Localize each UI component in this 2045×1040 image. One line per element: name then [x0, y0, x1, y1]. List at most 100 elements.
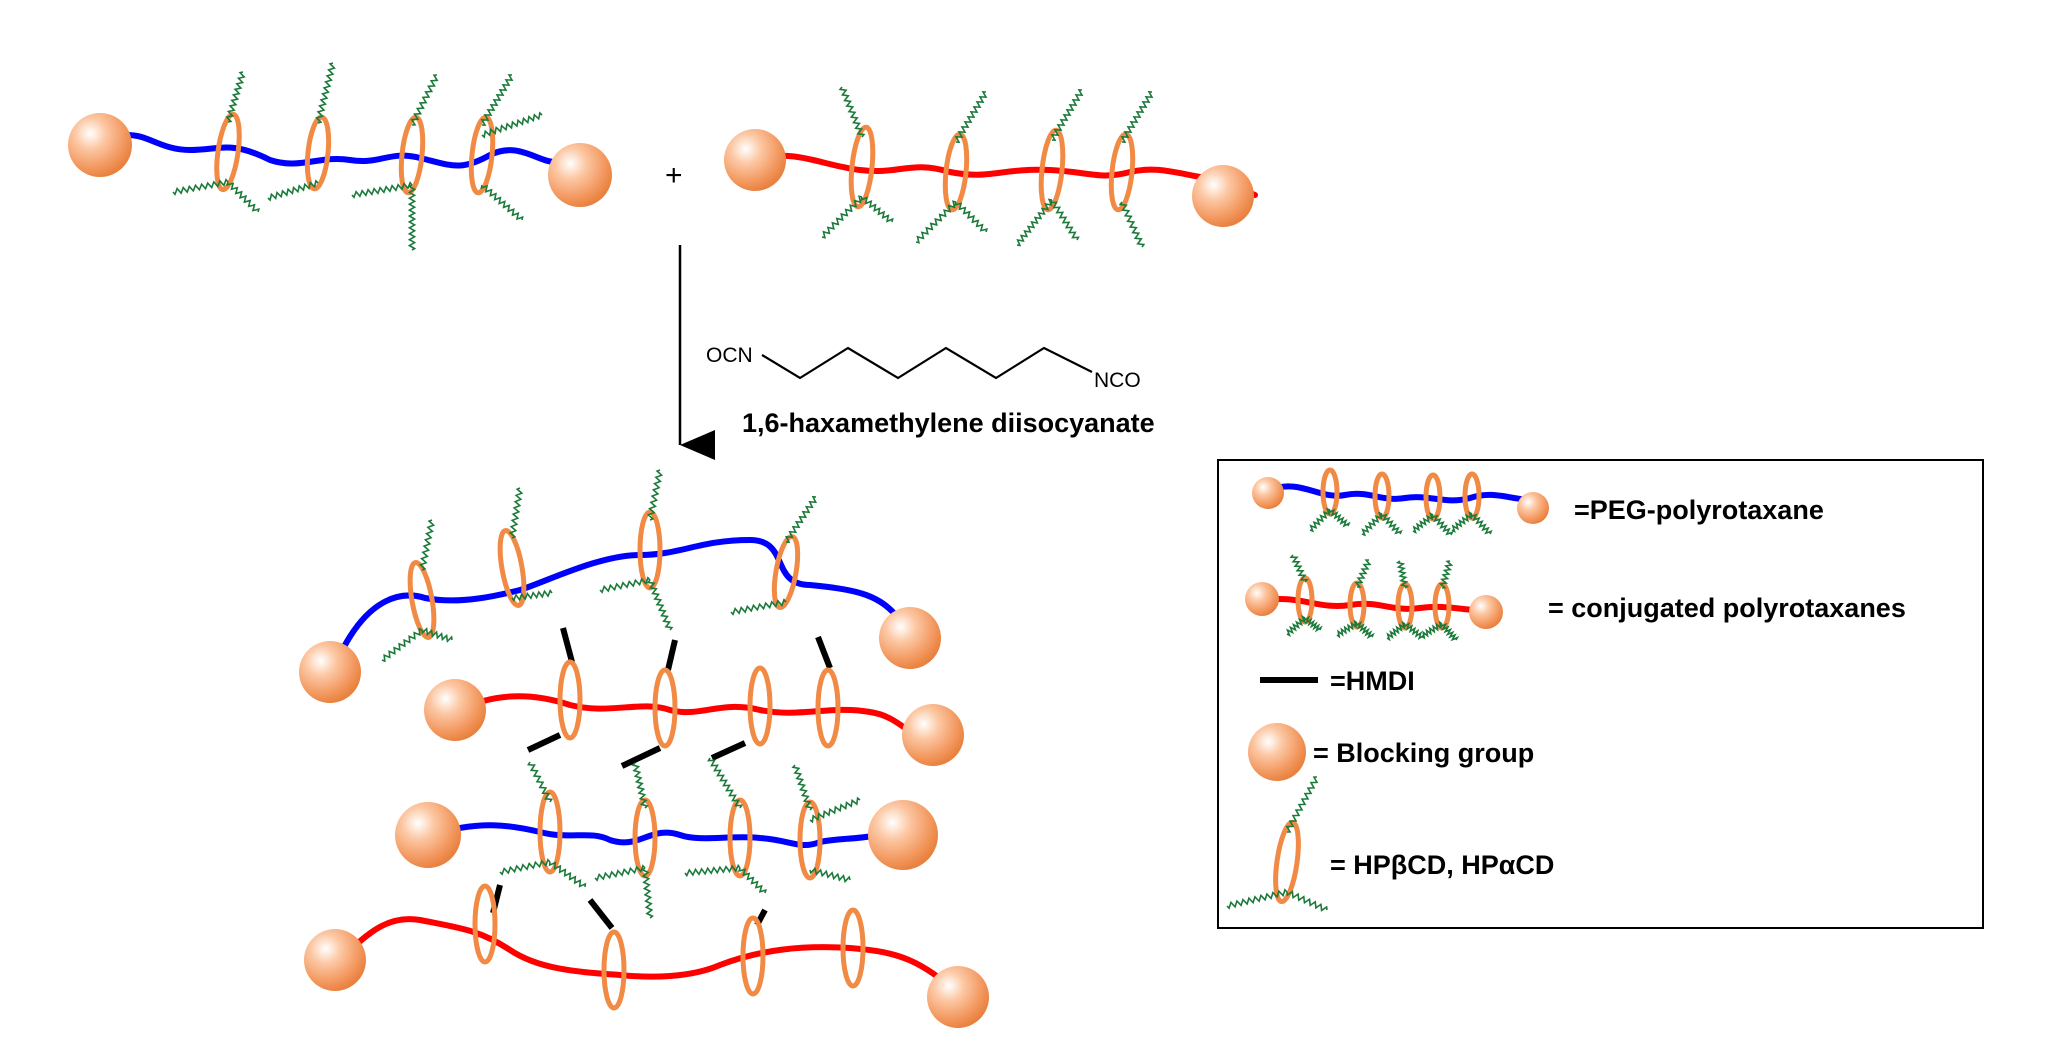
- hydroxypropyl-chain: [730, 598, 787, 616]
- legend-conjugated-label: = conjugated polyrotaxanes: [1548, 593, 1906, 623]
- blocking-group-ball: [724, 129, 786, 191]
- chains-layer: [172, 62, 1493, 919]
- ocn-group-label: OCN: [706, 344, 753, 367]
- cyclodextrin-ring: [214, 111, 242, 193]
- cyclodextrin-ring: [472, 883, 498, 965]
- hydroxypropyl-chain: [1309, 507, 1331, 533]
- legend-blocking-icon: [1248, 723, 1306, 781]
- hydroxypropyl-chain: [599, 576, 651, 594]
- hydroxypropyl-chain: [1421, 620, 1443, 640]
- cyclodextrin-ring: [727, 797, 753, 879]
- cyclodextrin-ring: [848, 124, 876, 210]
- blocking-group-ball: [548, 143, 612, 207]
- hmdi-crosslink: [665, 639, 678, 671]
- hydroxypropyl-chain: [707, 757, 743, 809]
- cyclodextrin-ring: [407, 560, 437, 640]
- hydroxypropyl-chain: [1286, 615, 1306, 637]
- hydroxypropyl-chain: [511, 588, 553, 603]
- hydroxypropyl-chain: [1289, 554, 1309, 583]
- hydroxypropyl-chain: [226, 181, 260, 213]
- cyclodextrin-ring: [601, 929, 627, 1011]
- hydroxypropyl-chain: [1354, 620, 1375, 640]
- blocking-group-ball: [395, 802, 461, 868]
- hydroxypropyl-chain: [860, 196, 894, 223]
- hydroxypropyl-chain: [791, 764, 814, 811]
- cyclodextrin-ring: [1423, 472, 1443, 522]
- legend-peg-icon: [1252, 477, 1549, 524]
- hydroxypropyl-chain: [631, 762, 649, 809]
- hydroxypropyl-chain: [1451, 510, 1473, 534]
- hydroxypropyl-chain: [527, 761, 553, 803]
- hydroxypropyl-chain: [1285, 776, 1319, 833]
- legend-conjugated-icon: [1245, 582, 1503, 629]
- blocking-group-ball: [927, 966, 989, 1028]
- legend-frame: [1217, 459, 1984, 929]
- nco-group-label: NCO: [1094, 369, 1141, 392]
- hydroxypropyl-chain: [315, 62, 336, 124]
- hmdi-crosslink: [587, 898, 615, 930]
- peg-polyrotaxane-reactant: [68, 113, 612, 207]
- hydroxypropyl-chain: [1402, 621, 1426, 641]
- peg-axle: [427, 822, 883, 848]
- hydroxypropyl-chain: [418, 519, 436, 571]
- hexamethylene-chain: [761, 346, 1093, 380]
- blocking-group-ball: [68, 113, 132, 177]
- hydroxypropyl-chain: [1049, 199, 1080, 241]
- blocking-group-ball: [879, 607, 941, 669]
- hydroxypropyl-chain: [481, 111, 543, 139]
- hydroxypropyl-chain: [821, 195, 863, 239]
- legend: =PEG-polyrotaxane = conjugated polyrotax…: [1217, 459, 1984, 929]
- hydroxypropyl-chain: [1118, 201, 1146, 248]
- hydroxypropyl-chain: [480, 74, 514, 126]
- cyclodextrin-ring: [304, 114, 332, 192]
- hydroxypropyl-chain: [1469, 513, 1493, 535]
- cyclodextrin-ring: [557, 659, 583, 741]
- hydroxypropyl-chain: [480, 184, 524, 221]
- hydroxypropyl-chain: [954, 201, 988, 233]
- hmdi-crosslink: [560, 627, 575, 663]
- hydroxypropyl-chain: [1361, 511, 1383, 537]
- blocking-group-ball: [299, 641, 361, 703]
- blocking-group-ball: [902, 704, 964, 766]
- hydroxypropyl-chain: [1438, 560, 1454, 589]
- hydroxypropyl-chain: [1438, 622, 1460, 642]
- hydroxypropyl-chain: [1430, 514, 1454, 536]
- hydroxypropyl-chain: [954, 91, 988, 143]
- legend-hmdi-label: =HMDI: [1330, 666, 1415, 696]
- hydroxypropyl-chain: [172, 178, 229, 196]
- cyclodextrin-ring: [740, 915, 766, 997]
- hydroxypropyl-chain: [784, 495, 818, 544]
- conjugated-polyrotaxane-reactant: [724, 129, 1258, 227]
- cyclodextrin-ring: [652, 667, 678, 749]
- cyclodextrin-ring: [1273, 819, 1301, 905]
- hydroxypropyl-chain: [809, 796, 861, 824]
- hydroxypropyl-chain: [838, 86, 866, 138]
- hydroxypropyl-chain: [1050, 89, 1084, 141]
- conjugated-axle: [337, 916, 963, 998]
- cyclodextrin-ring: [637, 509, 663, 591]
- hmdi-crosslink: [710, 740, 747, 761]
- cyclodextrin-ring: [747, 665, 773, 747]
- hydroxypropyl-chain: [508, 487, 524, 539]
- reagent-name: 1,6-haxamethylene diisocyanate: [742, 408, 1155, 438]
- hydroxypropyl-chain: [1395, 560, 1410, 589]
- hydroxypropyl-chain: [407, 184, 417, 251]
- hydroxypropyl-chain: [915, 200, 957, 244]
- hydroxypropyl-chain: [594, 864, 646, 882]
- hydroxypropyl-chain: [1412, 511, 1434, 535]
- hydroxypropyl-chain: [1386, 620, 1406, 642]
- hmdi-crosslink: [620, 745, 662, 769]
- hydroxypropyl-chain: [1327, 508, 1351, 528]
- cyclodextrin-ring: [468, 114, 496, 196]
- hydroxypropyl-chain: [499, 858, 551, 876]
- hydroxypropyl-chain: [1354, 559, 1372, 588]
- hmdi-crosslink: [526, 732, 562, 753]
- hydroxypropyl-chain: [351, 181, 413, 199]
- legend-blocking-label: = Blocking group: [1313, 738, 1534, 768]
- hydroxypropyl-chain: [1016, 198, 1053, 247]
- hmdi-crosslink: [815, 635, 833, 670]
- hydroxypropyl-chain: [267, 179, 319, 202]
- hydroxypropyl-chain: [225, 71, 246, 123]
- hydroxypropyl-chain: [548, 861, 587, 888]
